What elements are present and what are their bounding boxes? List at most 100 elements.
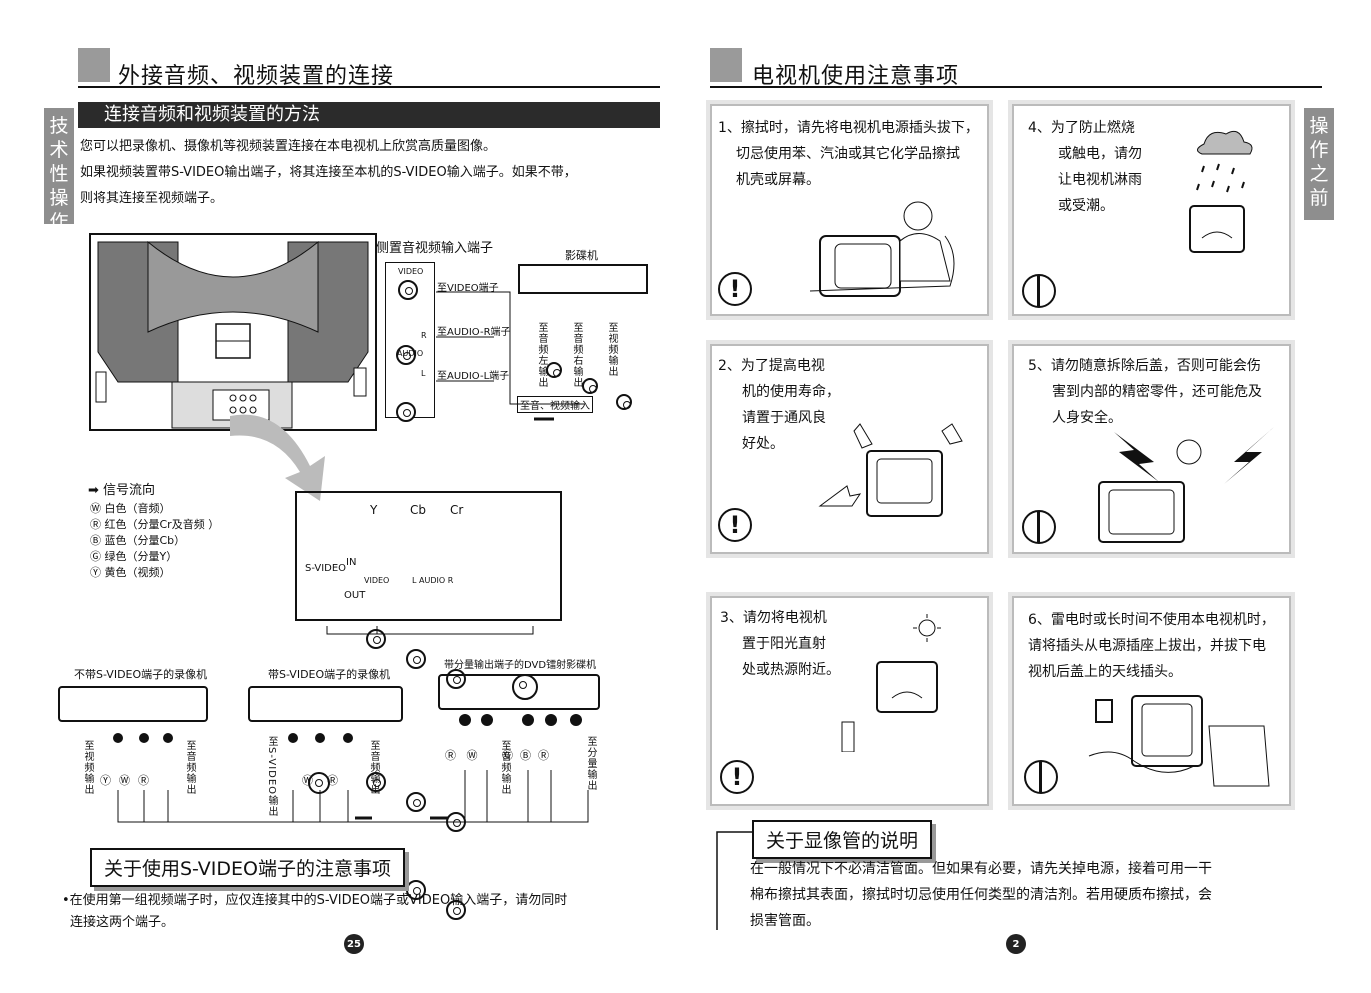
audio-r-out-jack xyxy=(446,900,466,920)
d1-right-label: 至音频输出 xyxy=(184,740,195,795)
side-tab-char: 之 xyxy=(1309,163,1329,185)
dvd-audio-l-jack xyxy=(546,362,562,378)
tip2-line: 机的使用寿命， xyxy=(742,384,840,400)
tip-box-3: 3、请勿将电视机 置于阳光直射 处或热源附近。 ! xyxy=(706,592,993,810)
tip2-line: 好处。 xyxy=(742,436,784,452)
page-title-right: 电视机使用注意事项 xyxy=(752,64,960,89)
video-label: VIDEO xyxy=(398,267,424,276)
d3-plugs: Ⓡ Ⓦ Ⓖ Ⓑ Ⓡ xyxy=(445,749,549,762)
section-title: 连接音频和视频装置的方法 xyxy=(78,102,660,128)
d1-left-label: 至视频输出 xyxy=(82,740,93,795)
panel-cr: Cr xyxy=(450,503,464,517)
warning-icon: ! xyxy=(718,272,752,306)
tv-back-illustration xyxy=(89,233,377,431)
svideo-note-title: 关于使用S-VIDEO端子的注意事项 xyxy=(90,848,405,887)
header-square xyxy=(710,48,742,82)
page-number-left: 25 xyxy=(344,934,364,954)
svideo-note-line-1: •在使用第一组视频端子时，应仅连接其中的S-VIDEO端子或VIDEO输入端子，… xyxy=(62,893,568,908)
legend-item: Ⓑ 蓝色（分量Cb） xyxy=(90,534,186,547)
tip4-line: 或受潮。 xyxy=(1058,198,1114,214)
to-audio-r-label: 至AUDIO-R端子 xyxy=(437,327,511,338)
prohibited-icon xyxy=(1022,510,1056,544)
header-rule-right xyxy=(710,86,1322,88)
out-left-audio-label: 至音频左输出 xyxy=(536,322,547,388)
tip2-line: 请置于通风良 xyxy=(742,410,826,426)
tip3-line: 置于阳光直射 xyxy=(742,636,826,652)
legend-item: Ⓖ 绿色（分量Y） xyxy=(90,550,178,563)
panel-svideo: S-VIDEO xyxy=(305,563,347,574)
tip5-line: 5、请勿随意拆除后盖，否则可能会伤 xyxy=(1028,358,1261,374)
side-wiring xyxy=(436,291,584,421)
tip3-line: 3、请勿将电视机 xyxy=(720,610,827,626)
panel-out: OUT xyxy=(344,590,366,601)
tip6-line: 6、雷电时或长时间不使用本电视机时， xyxy=(1028,612,1275,628)
out-right-audio-label: 至音频右输出 xyxy=(571,322,582,388)
rain-tv-illustration xyxy=(1189,130,1253,253)
tip-box-6: 6、雷电时或长时间不使用本电视机时， 请将插头从电源插座上拔出，并拔下电 视机后… xyxy=(1008,592,1295,810)
legend-title: ➡ 信号流向 xyxy=(88,483,156,498)
crt-note-line-1: 在一般情况下不必清洁管面。但如果有必要，请先关掉电源，接着可用一干 xyxy=(750,861,1212,877)
pointer-arrow xyxy=(230,414,325,501)
l-label: L xyxy=(421,369,426,378)
legend-item: Ⓨ 黄色（视频） xyxy=(90,566,171,579)
device1-label: 不带S-VIDEO端子的录像机 xyxy=(74,668,208,681)
to-audio-l-label: 至AUDIO-L端子 xyxy=(437,371,510,382)
device-wiring xyxy=(113,714,589,823)
crt-note-line-2: 棉布擦拭其表面，擦拭时切忌使用任何类型的清洁剂。若用硬质布擦拭，会 xyxy=(750,887,1212,903)
crt-note-bracket xyxy=(716,831,760,930)
sun-tv-illustration xyxy=(841,614,941,752)
audio-r-jack xyxy=(396,345,416,365)
page-number-right: 2 xyxy=(1006,934,1026,954)
tip2-line: 2、为了提高电视 xyxy=(718,358,825,374)
intro-line-3: 则将其连接至视频端子。 xyxy=(80,191,224,206)
danger-tv-illustration xyxy=(1098,427,1274,543)
tip6-line: 视机后盖上的天线插头。 xyxy=(1028,664,1182,680)
tip-box-4: 4、为了防止燃烧 或触电，请勿 让电视机淋雨 或受潮。 xyxy=(1008,100,1295,320)
vcr2-icon xyxy=(248,686,403,722)
side-tab-char: 操 xyxy=(49,187,69,209)
unplug-tv-illustration xyxy=(1088,695,1270,787)
side-tab-char: 性 xyxy=(49,163,69,185)
dvd-label: 影碟机 xyxy=(565,249,598,262)
intro-line-1: 您可以把录像机、摄像机等视频装置连接在本电视机上欣赏高质量图像。 xyxy=(80,139,497,154)
legend-item: Ⓡ 红色（分量Cr及音频 ） xyxy=(90,518,220,531)
header-rule xyxy=(78,86,660,88)
panel-cb: Cb xyxy=(410,503,426,517)
out-video-label: 至视频输出 xyxy=(606,322,617,377)
tip4-line: 让电视机淋雨 xyxy=(1058,172,1142,188)
svideo-jack xyxy=(308,772,330,794)
legend-item: Ⓦ 白色（音频） xyxy=(90,502,171,515)
rear-terminal-panel xyxy=(295,491,562,621)
warning-icon: ! xyxy=(718,508,752,542)
device2-label: 带S-VIDEO端子的录像机 xyxy=(268,668,391,681)
tip4-line: 或触电，请勿 xyxy=(1058,146,1142,162)
tip1-line: 切忌使用苯、汽油或其它化学品擦拭 xyxy=(736,146,960,162)
intro-line-2: 如果视频装置带S-VIDEO输出端子，将其连接至本机的S-VIDEO输入端子。如… xyxy=(80,165,577,180)
side-tab-char: 术 xyxy=(49,139,69,161)
video-jack xyxy=(398,280,418,300)
wiping-tv-illustration xyxy=(809,201,955,297)
side-tab-right: 操 作 之 前 xyxy=(1304,108,1334,220)
d2-plugs: ⓌⓇ xyxy=(302,774,352,787)
d2-right-label: 至音频输出 xyxy=(368,740,379,795)
tip3-line: 处或热源附近。 xyxy=(742,662,840,678)
tip4-line: 4、为了防止燃烧 xyxy=(1028,120,1135,136)
side-input-label: 侧置音视频输入端子 xyxy=(376,241,494,256)
tip1-line: 机壳或屏幕。 xyxy=(736,172,820,188)
d3-right-label: 至分量输出 xyxy=(585,736,596,791)
panel-y: Y xyxy=(370,503,378,517)
audio-l-in-jack xyxy=(406,792,426,812)
d1-plugs: ⓎⓌⓇ xyxy=(100,774,157,787)
page-title: 外接音频、视频装置的连接 xyxy=(118,64,395,89)
svideo-note-line-2: 连接这两个端子。 xyxy=(70,915,175,930)
crt-note-line-3: 损害管面。 xyxy=(750,913,820,929)
side-tab-char: 作 xyxy=(49,211,69,233)
dvd-audio-r-jack xyxy=(582,378,598,394)
side-tab: 技 术 性 操 作 xyxy=(44,108,74,233)
cb-jack xyxy=(406,649,426,669)
side-tab-char: 操 xyxy=(1309,115,1329,137)
panel-bracket xyxy=(326,626,534,635)
tip-box-2: 2、为了提高电视 机的使用寿命， 请置于通风良 好处。 ! xyxy=(706,340,993,558)
audio-l-jack xyxy=(396,402,416,422)
warning-icon: ! xyxy=(720,760,754,794)
